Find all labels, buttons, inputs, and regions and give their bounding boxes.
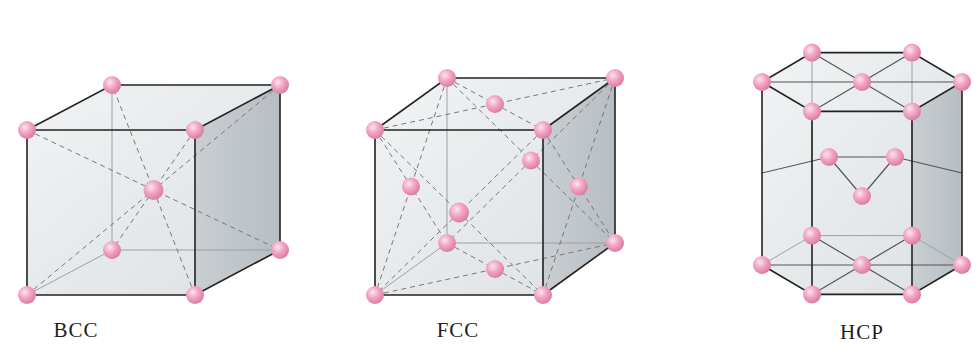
- structure-label: HCP: [840, 320, 884, 345]
- bcc-cell: [18, 76, 289, 304]
- structure-label: FCC: [437, 318, 480, 343]
- fcc-cell: [366, 69, 624, 304]
- hcp-cell: [753, 44, 971, 304]
- structure-label: BCC: [53, 318, 98, 343]
